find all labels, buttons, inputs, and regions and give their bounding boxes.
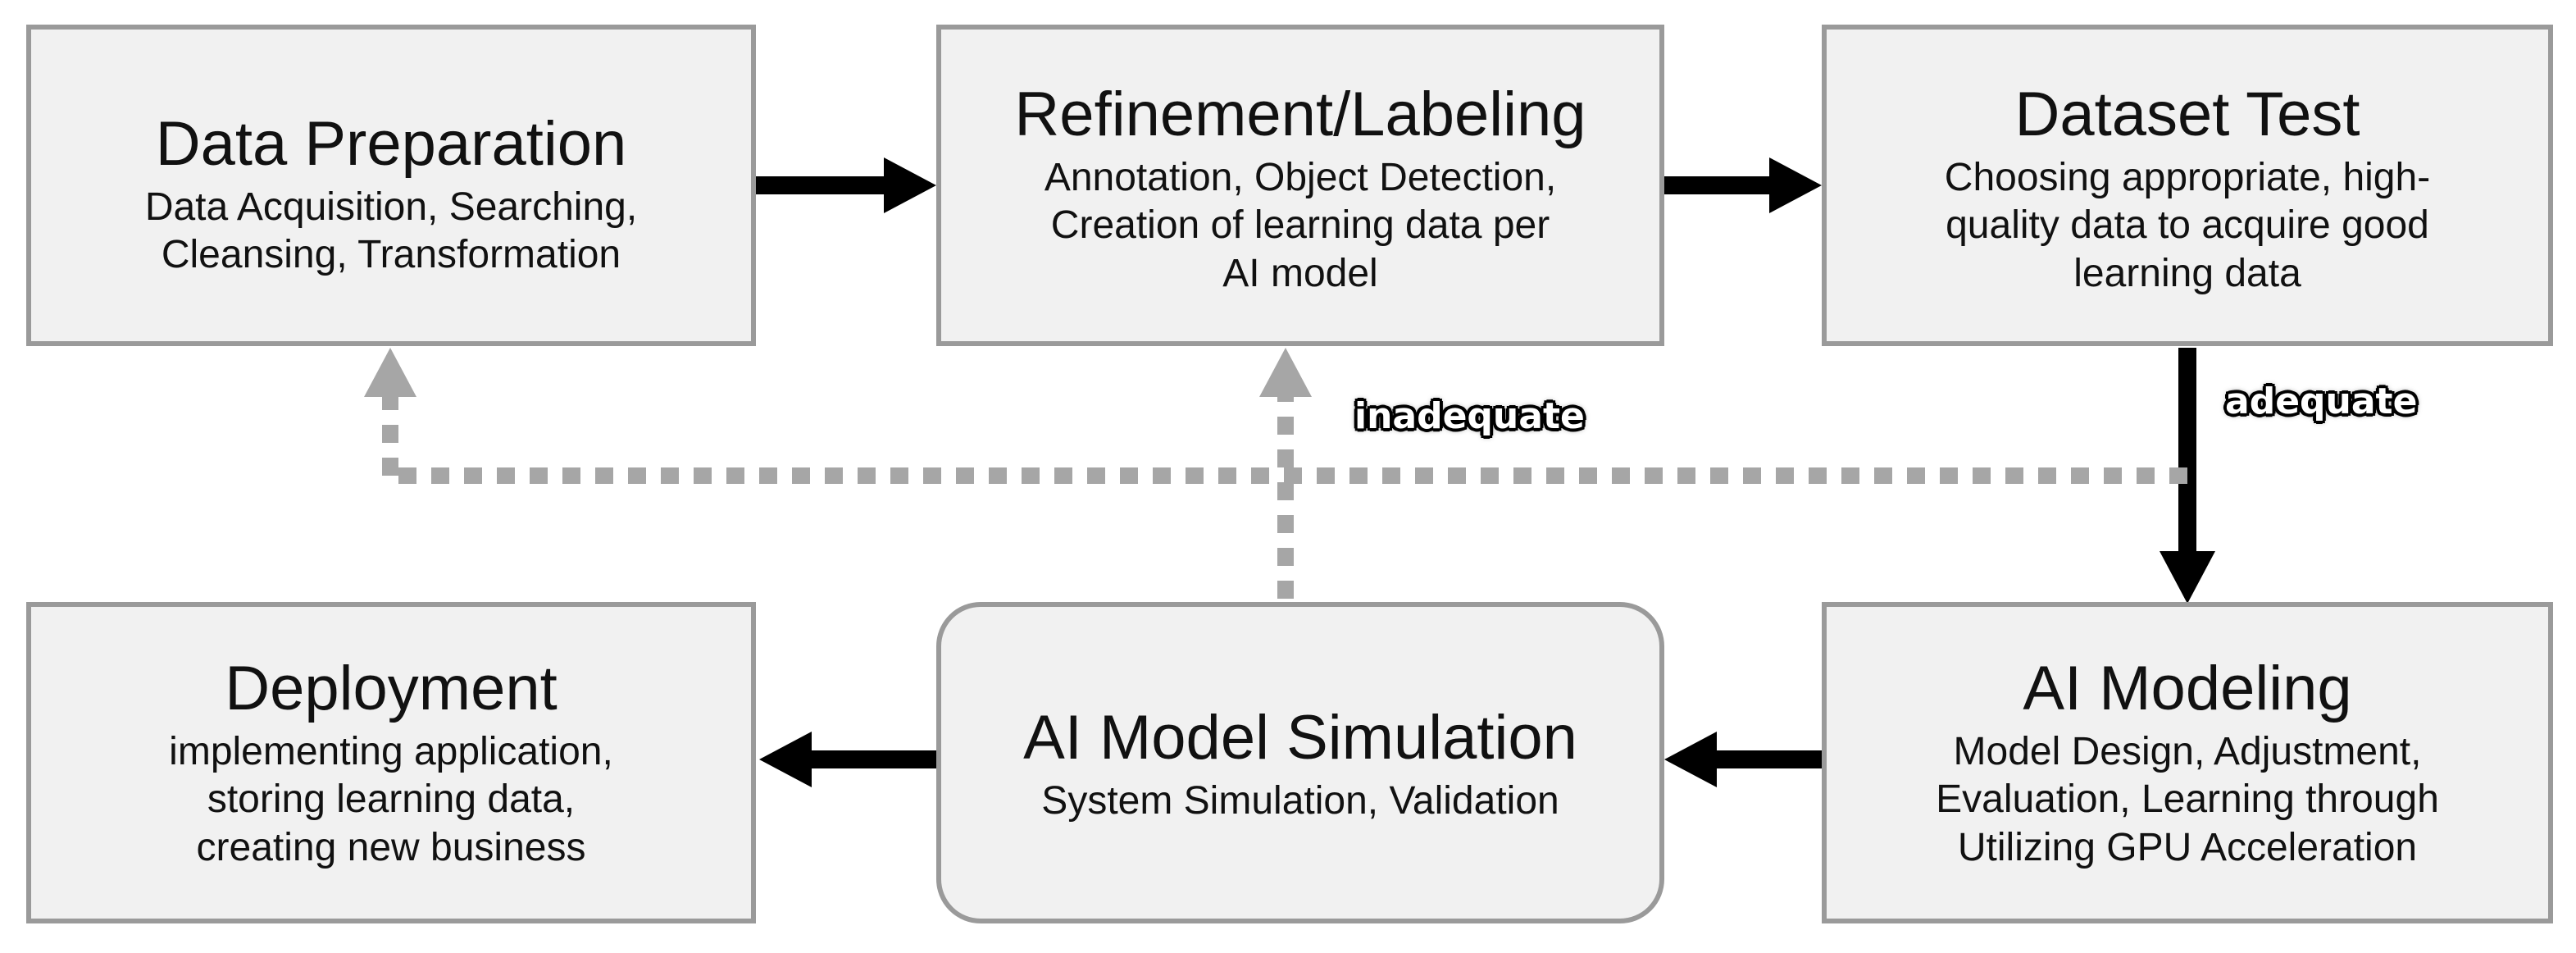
step-description-line: Utilizing GPU Acceleration: [1957, 825, 2418, 869]
step-description-line: learning data: [2073, 251, 2301, 295]
step-description-line: System Simulation, Validation: [1041, 778, 1559, 823]
arrow-datasettest-to-aimodeling: [2160, 348, 2215, 604]
step-title: AI Model Simulation: [1023, 703, 1577, 773]
step-data-preparation: Data Preparation Data Acquisition, Searc…: [26, 25, 756, 346]
label-adequate: adequate: [2225, 381, 2418, 422]
step-description-line: Data Acquisition, Searching,: [144, 185, 638, 229]
step-ai-model-simulation: AI Model Simulation System Simulation, V…: [936, 602, 1664, 923]
step-description-line: Choosing appropriate, high-: [1944, 155, 2431, 199]
arrow-simulation-to-deployment: [759, 732, 936, 787]
feedback-arrowhead-to-refinement: [1259, 348, 1312, 397]
step-title: Dataset Test: [2014, 80, 2360, 149]
step-description-line: creating new business: [196, 825, 586, 869]
label-inadequate: inadequate: [1354, 395, 1585, 437]
step-description-line: Model Design, Adjustment,: [1953, 729, 2422, 773]
step-refinement-labeling: Refinement/Labeling Annotation, Object D…: [936, 25, 1664, 346]
arrow-refinement-to-datasettest: [1664, 157, 1822, 213]
step-description-line: AI model: [1222, 251, 1378, 295]
step-deployment: Deployment implementing application, sto…: [26, 602, 756, 923]
step-title: Refinement/Labeling: [1014, 80, 1586, 149]
step-description: Annotation, Object Detection, Creation o…: [1045, 154, 1556, 299]
step-description-line: Annotation, Object Detection,: [1044, 155, 1557, 199]
step-dataset-test: Dataset Test Choosing appropriate, high-…: [1822, 25, 2553, 346]
step-description-line: storing learning data,: [207, 777, 576, 822]
feedback-arrowhead-to-prep: [364, 348, 416, 397]
step-ai-modeling: AI Modeling Model Design, Adjustment, Ev…: [1822, 602, 2553, 923]
step-title: Deployment: [225, 654, 558, 723]
step-description-line: implementing application,: [169, 729, 613, 773]
arrow-aimodeling-to-simulation: [1664, 732, 1822, 787]
step-description: implementing application, storing learni…: [169, 728, 613, 873]
step-description: Model Design, Adjustment, Evaluation, Le…: [1936, 728, 2439, 873]
step-description-line: Cleansing, Transformation: [161, 233, 621, 277]
feedback-loop-inadequate: [382, 395, 2187, 599]
step-title: AI Modeling: [2023, 654, 2352, 723]
step-description: Data Acquisition, Searching, Cleansing, …: [145, 184, 637, 280]
step-description-line: Creation of learning data per: [1050, 203, 1550, 248]
arrow-prep-to-refinement: [756, 157, 936, 213]
step-title: Data Preparation: [155, 109, 627, 179]
step-description-line: Evaluation, Learning through: [1936, 777, 2439, 822]
step-description-line: quality data to acquire good: [1946, 203, 2429, 248]
step-description: Choosing appropriate, high- quality data…: [1945, 154, 2430, 299]
step-description: System Simulation, Validation: [1041, 777, 1559, 826]
